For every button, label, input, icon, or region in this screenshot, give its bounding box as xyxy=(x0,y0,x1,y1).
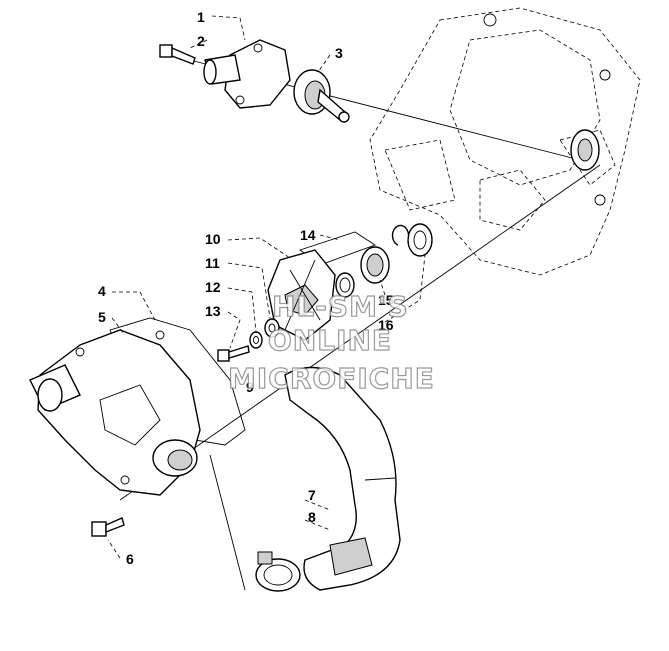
callout-14: 14 xyxy=(300,227,316,243)
callout-9: 9 xyxy=(246,379,254,395)
bolt-2 xyxy=(159,44,196,65)
callout-8: 8 xyxy=(308,509,316,525)
hose-clamp xyxy=(255,551,301,592)
shaft-centerline xyxy=(119,164,601,501)
impeller xyxy=(267,249,336,341)
callout-11: 11 xyxy=(205,255,220,271)
callout-4: 4 xyxy=(98,283,106,299)
thermostat xyxy=(293,69,350,123)
callout-2: 2 xyxy=(197,33,205,49)
callout-6: 6 xyxy=(126,551,134,567)
callout-5: 5 xyxy=(98,309,106,325)
bolt-6 xyxy=(91,517,125,537)
thermostat-housing xyxy=(203,39,291,109)
callout-13: 13 xyxy=(205,303,221,319)
watermark-line-3: MICROFICHE xyxy=(228,362,435,395)
callout-1: 1 xyxy=(197,9,205,25)
seal-bearing-group xyxy=(335,223,433,298)
washers xyxy=(249,318,280,349)
callout-16: 16 xyxy=(378,317,394,333)
coolant-hose xyxy=(284,366,401,591)
bolt-13 xyxy=(217,345,250,362)
callout-10: 10 xyxy=(205,231,221,247)
callout-12: 12 xyxy=(205,279,221,295)
callout-15: 15 xyxy=(378,292,394,308)
engine-case xyxy=(369,7,641,276)
drive-gear xyxy=(570,129,600,171)
watermark-line-1: HL-SM'S xyxy=(272,290,409,323)
leader-lines xyxy=(107,15,426,591)
callout-7: 7 xyxy=(308,487,316,503)
callout-3: 3 xyxy=(335,45,343,61)
water-pump-cover xyxy=(29,317,246,496)
watermark-line-2: ONLINE xyxy=(268,324,392,357)
